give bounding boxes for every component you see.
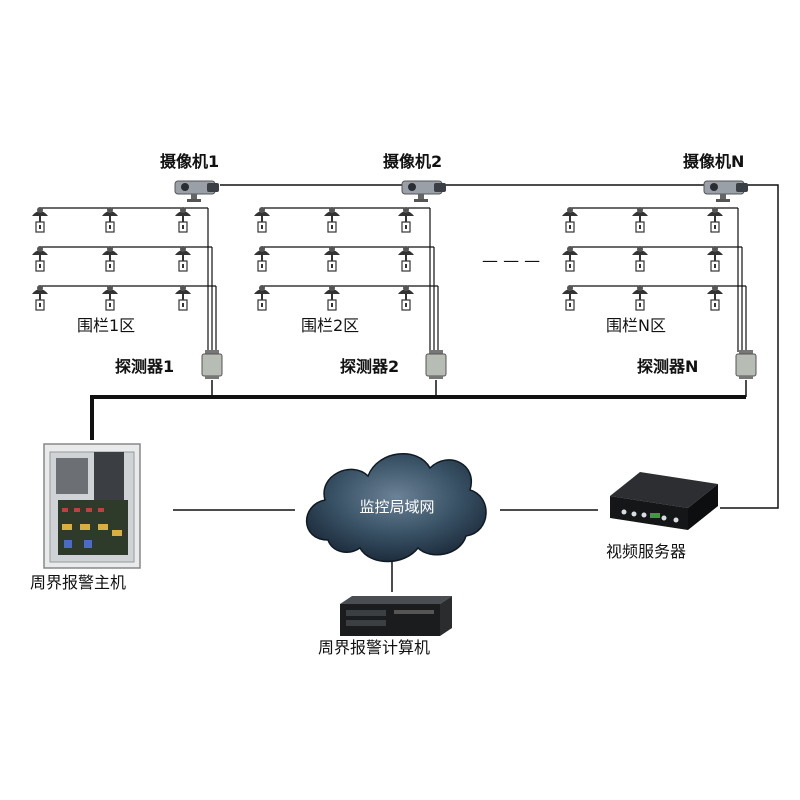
detector-1-icon (201, 350, 223, 380)
fence-sensor-icon (706, 245, 724, 272)
fence-zone-1 (31, 206, 217, 352)
fence-sensor-icon (253, 245, 271, 272)
camera-network-line (220, 184, 779, 509)
lan-links (173, 509, 598, 592)
fence-sensor-icon (561, 206, 579, 233)
camera-2-label: 摄像机2 (383, 152, 442, 171)
fence-sensor-icon (631, 206, 649, 233)
fence-sensor-icon (31, 206, 49, 233)
fence-sensor-icon (323, 284, 341, 311)
fence-sensor-icon (706, 206, 724, 233)
fence-sensor-icon (174, 206, 192, 233)
detector-2-icon (425, 350, 447, 380)
fence-zone-1-label: 围栏1区 (77, 316, 135, 335)
fence-sensor-icon (253, 284, 271, 311)
fence-sensor-icon (101, 245, 119, 272)
fence-sensor-icon (397, 206, 415, 233)
fence-zone-n (561, 206, 747, 352)
video-server-label: 视频服务器 (606, 542, 686, 561)
ellipsis-dashes: — — — (482, 251, 540, 270)
camera-1-icon (174, 180, 220, 203)
alarm-host-device (43, 443, 141, 569)
alarm-host-label: 周界报警主机 (30, 573, 126, 592)
fence-sensor-icon (101, 206, 119, 233)
fence-sensor-icon (323, 206, 341, 233)
fence-sensor-icon (323, 245, 341, 272)
detector-n-label: 探测器N (637, 357, 698, 376)
fence-sensor-icon (174, 284, 192, 311)
fence-zone-2 (253, 206, 439, 352)
alarm-computer-label: 周界报警计算机 (318, 638, 430, 657)
fence-sensor-icon (397, 284, 415, 311)
video-server-device (610, 472, 718, 530)
camera-1-label: 摄像机1 (160, 152, 219, 171)
camera-2-icon (401, 180, 447, 203)
fence-zone-2-label: 围栏2区 (301, 316, 359, 335)
fence-sensor-icon (101, 284, 119, 311)
camera-n-icon (703, 180, 749, 203)
fence-sensor-icon (631, 284, 649, 311)
fence-zone-n-label: 围栏N区 (606, 316, 666, 335)
lan-cloud (305, 453, 487, 563)
lan-cloud-label: 监控局域网 (359, 498, 434, 516)
detector-1-label: 探测器1 (115, 357, 174, 376)
detector-n-icon (735, 350, 757, 380)
camera-n-label: 摄像机N (683, 152, 744, 171)
fence-sensor-icon (31, 284, 49, 311)
fence-sensor-icon (631, 245, 649, 272)
fence-sensor-icon (561, 245, 579, 272)
fence-sensor-icon (397, 245, 415, 272)
fence-sensor-icon (31, 245, 49, 272)
fence-sensor-icon (706, 284, 724, 311)
fence-sensor-icon (561, 284, 579, 311)
fence-sensor-icon (253, 206, 271, 233)
detector-2-label: 探测器2 (340, 357, 399, 376)
alarm-computer-device (340, 596, 452, 636)
detector-bus (90, 380, 747, 440)
fence-sensor-icon (174, 245, 192, 272)
